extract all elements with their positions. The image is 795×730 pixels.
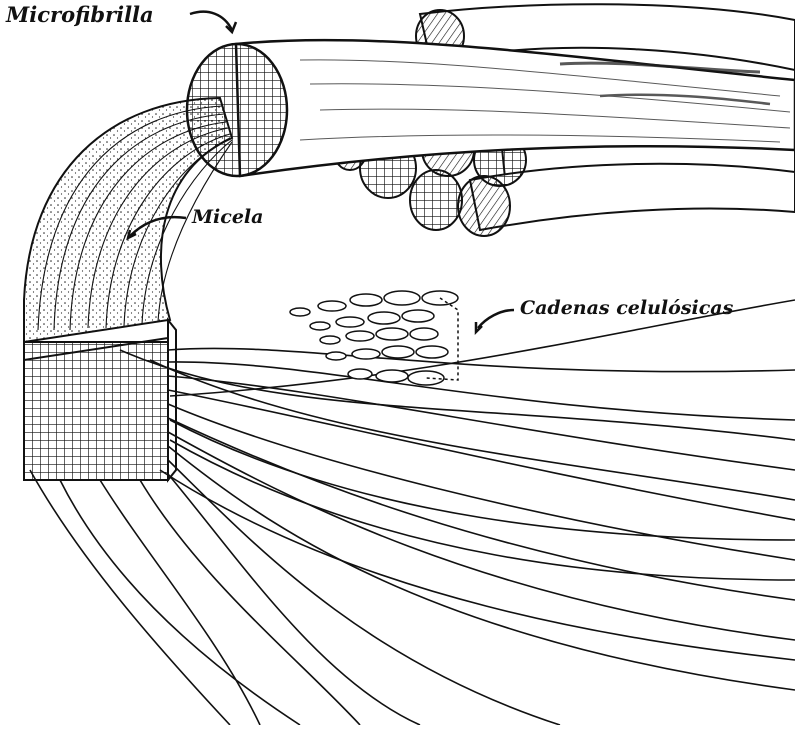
label-cadenas-celulosicas: Cadenas celulósicas [520, 297, 733, 319]
block-side [168, 320, 176, 480]
block-front [24, 342, 168, 480]
fibril-end-5 [458, 176, 510, 236]
pointer-cadenas [478, 310, 514, 328]
bead-row-3 [320, 328, 438, 344]
micelle-block [24, 320, 176, 480]
fibril-end-4 [410, 170, 462, 230]
bead-row-2 [310, 310, 434, 330]
label-micela: Micela [192, 206, 263, 228]
label-microfibrilla: Microfibrilla [6, 2, 154, 27]
bead-row-1 [290, 291, 458, 316]
beaded-chains [290, 291, 458, 385]
